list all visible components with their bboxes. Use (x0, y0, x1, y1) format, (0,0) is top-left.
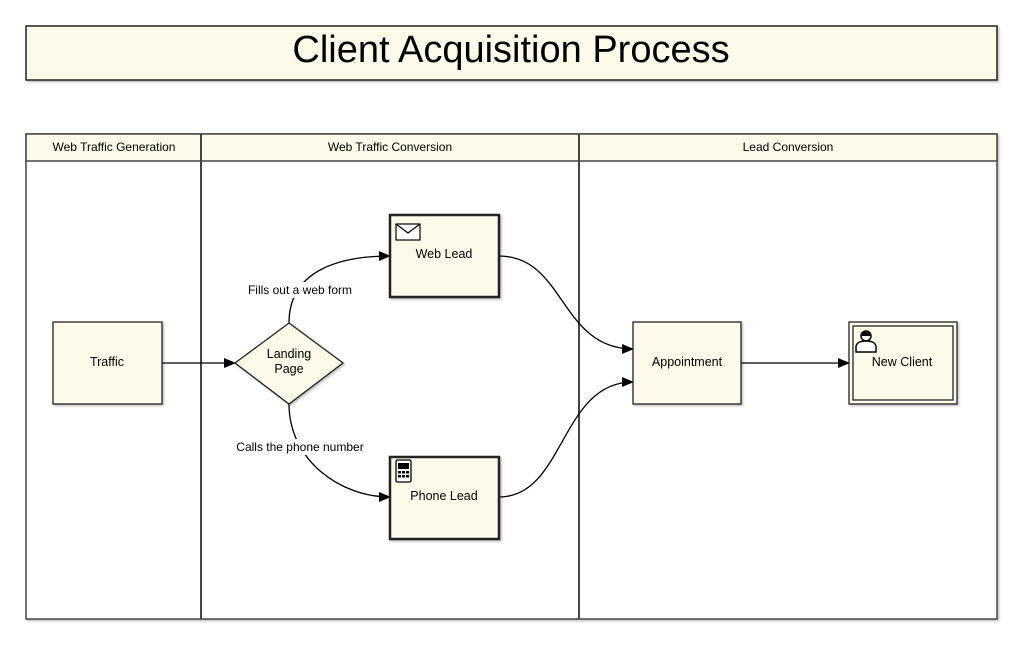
landing-page-diamond[interactable] (233, 322, 345, 405)
lane-header-strip (25, 133, 998, 162)
edge-label-web-form: Fills out a web form (248, 283, 352, 297)
landing-page-label-line1: Landing (267, 347, 312, 361)
lane-label-web-traffic-conversion: Web Traffic Conversion (328, 140, 452, 154)
node-traffic[interactable]: Traffic (52, 321, 163, 405)
new-client-label: New Client (872, 355, 933, 369)
edge-label-bg-phone-number (234, 439, 366, 455)
node-new-client[interactable]: New Client (848, 321, 958, 405)
title-box (25, 25, 998, 81)
user-icon (855, 330, 877, 353)
node-web-lead[interactable]: Web Lead (388, 213, 501, 299)
node-landing-page[interactable]: Landing Page (233, 322, 345, 405)
envelope-icon (395, 223, 421, 241)
edge-label-phone-number: Calls the phone number (236, 440, 363, 454)
traffic-label: Traffic (90, 355, 124, 369)
node-appointment[interactable]: Appointment (632, 321, 742, 405)
edge-landing-page-to-phone-lead (288, 403, 391, 502)
node-phone-lead[interactable]: Phone Lead (388, 455, 501, 541)
lane-label-web-traffic-generation: Web Traffic Generation (53, 140, 176, 154)
lane-label-lead-conversion: Lead Conversion (743, 140, 834, 154)
new-client-inner-box (852, 325, 954, 401)
phone-lead-label: Phone Lead (410, 489, 477, 503)
nodes: Traffic Landing Page Web Lead (52, 213, 958, 541)
web-lead-box[interactable] (388, 213, 501, 299)
edge-phone-lead-to-appointment (498, 377, 634, 498)
edge-web-lead-to-appointment (498, 255, 634, 354)
diagram-title: Client Acquisition Process (292, 29, 729, 71)
web-lead-label: Web Lead (416, 247, 473, 261)
swimlane-pool: Web Traffic Generation Web Traffic Conve… (25, 133, 998, 620)
edges: Fills out a web form Calls the phone num… (162, 251, 850, 502)
title-banner: Client Acquisition Process (25, 25, 998, 81)
edge-landing-page-to-web-lead (288, 251, 391, 324)
appointment-label: Appointment (652, 355, 723, 369)
traffic-box[interactable] (52, 321, 163, 405)
mobile-phone-icon (395, 459, 412, 483)
appointment-box[interactable] (632, 321, 742, 405)
landing-page-label-line2: Page (274, 362, 303, 376)
pool-outline (25, 133, 998, 620)
edge-label-bg-web-form (246, 282, 354, 298)
